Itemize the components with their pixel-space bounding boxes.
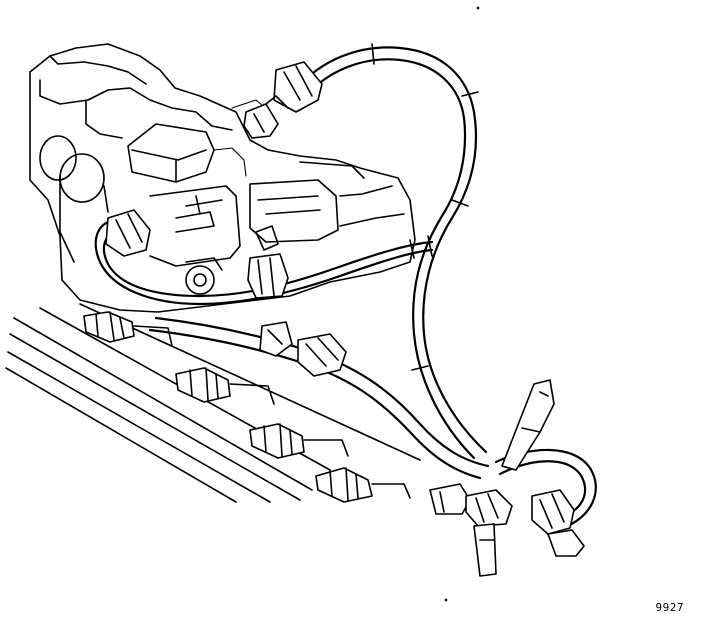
lower-center-connector bbox=[429, 483, 513, 577]
right-lower-connector bbox=[531, 489, 585, 557]
center-connector bbox=[247, 225, 347, 377]
injector-connector-2 bbox=[175, 367, 275, 405]
injector-connector-4 bbox=[315, 467, 411, 503]
injector-connector-1 bbox=[83, 311, 173, 347]
left-connector bbox=[105, 209, 151, 257]
figure-number: 9927 bbox=[655, 601, 684, 614]
fuel-rail bbox=[5, 303, 421, 503]
upper-connector bbox=[243, 61, 323, 139]
injector-connector-3 bbox=[249, 423, 349, 459]
right-upper-connector bbox=[501, 379, 555, 471]
engine-block bbox=[29, 43, 416, 313]
